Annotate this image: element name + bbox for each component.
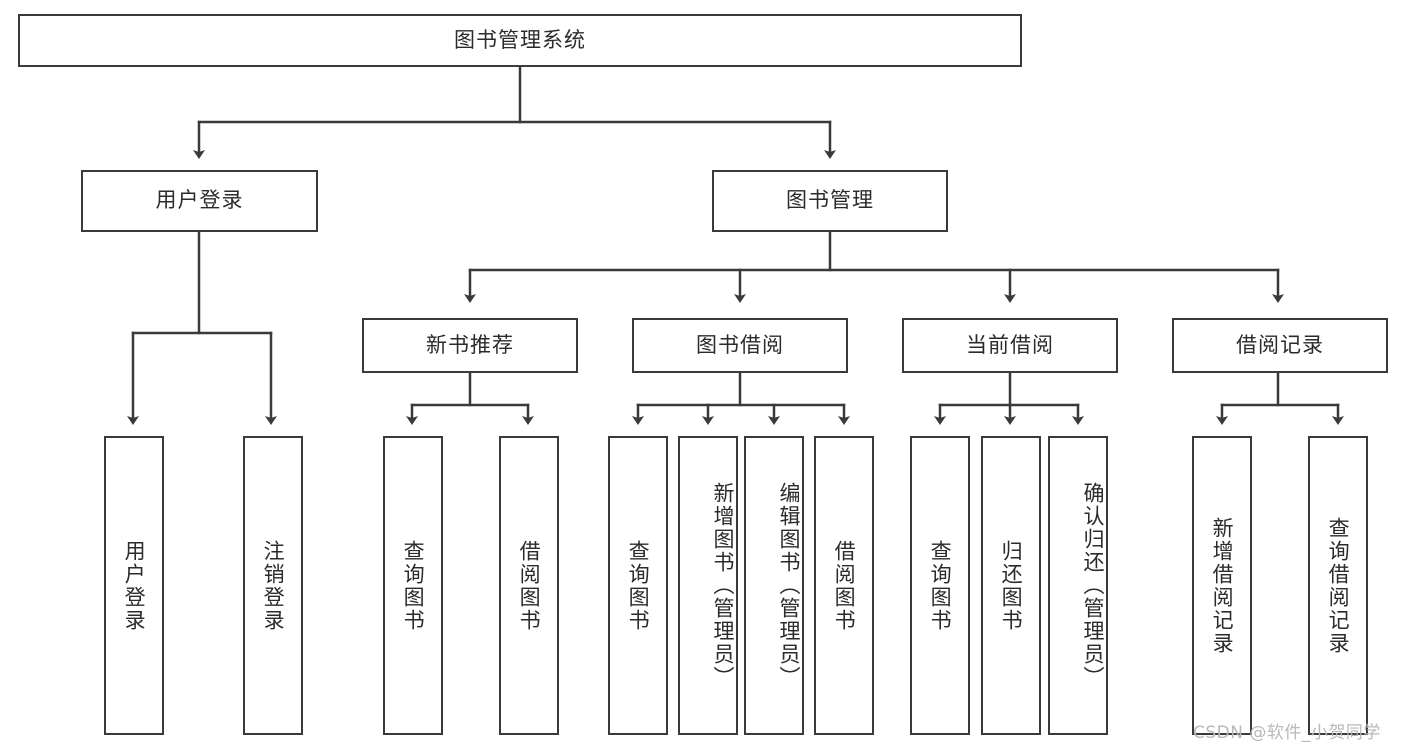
node-book-borrow-label: 图书借阅 [696, 332, 784, 357]
node-leaf-add-record-label: 新增借阅记录 [1210, 516, 1235, 655]
node-book-borrow[interactable]: 图书借阅 [632, 318, 848, 373]
csdn-watermark: CSDN @软件_小贺同学 [1193, 723, 1381, 743]
node-leaf-query-book-1-label: 查询图书 [401, 539, 426, 632]
node-root-label: 图书管理系统 [454, 27, 586, 52]
node-leaf-borrow-book-2[interactable]: 借阅图书 [814, 436, 874, 735]
node-borrow-record-label: 借阅记录 [1236, 332, 1324, 357]
node-book-manage[interactable]: 图书管理 [712, 170, 948, 232]
node-leaf-query-book-3[interactable]: 查询图书 [910, 436, 970, 735]
node-leaf-borrow-book-1[interactable]: 借阅图书 [499, 436, 559, 735]
node-leaf-confirm-return[interactable]: 确认归还（管理员） [1048, 436, 1108, 735]
node-leaf-add-record[interactable]: 新增借阅记录 [1192, 436, 1252, 735]
node-leaf-query-book-2-label: 查询图书 [626, 539, 651, 632]
node-leaf-query-book-1[interactable]: 查询图书 [383, 436, 443, 735]
node-leaf-edit-book-label: 编辑图书（管理员） [777, 482, 801, 689]
node-current-borrow[interactable]: 当前借阅 [902, 318, 1118, 373]
node-leaf-user-logout-label: 注销登录 [261, 539, 286, 632]
node-book-manage-label: 图书管理 [786, 188, 874, 213]
node-new-book-recommend-label: 新书推荐 [426, 332, 514, 357]
node-leaf-return-book[interactable]: 归还图书 [981, 436, 1041, 735]
node-leaf-query-book-2[interactable]: 查询图书 [608, 436, 668, 735]
node-leaf-add-book-label: 新增图书（管理员） [711, 482, 735, 689]
node-borrow-record[interactable]: 借阅记录 [1172, 318, 1388, 373]
node-leaf-confirm-return-label: 确认归还（管理员） [1081, 482, 1105, 689]
node-leaf-query-record[interactable]: 查询借阅记录 [1308, 436, 1368, 735]
node-leaf-borrow-book-1-label: 借阅图书 [517, 539, 542, 632]
node-new-book-recommend[interactable]: 新书推荐 [362, 318, 578, 373]
node-leaf-add-book[interactable]: 新增图书（管理员） [678, 436, 738, 735]
node-leaf-edit-book[interactable]: 编辑图书（管理员） [744, 436, 804, 735]
node-user-login[interactable]: 用户登录 [81, 170, 318, 232]
node-current-borrow-label: 当前借阅 [966, 332, 1054, 357]
node-leaf-borrow-book-2-label: 借阅图书 [832, 539, 857, 632]
node-root[interactable]: 图书管理系统 [18, 14, 1022, 67]
node-leaf-query-record-label: 查询借阅记录 [1326, 516, 1351, 655]
node-leaf-query-book-3-label: 查询图书 [928, 539, 953, 632]
node-leaf-user-logout[interactable]: 注销登录 [243, 436, 303, 735]
node-leaf-user-login[interactable]: 用户登录 [104, 436, 164, 735]
node-user-login-label: 用户登录 [155, 188, 244, 213]
node-leaf-user-login-label: 用户登录 [122, 539, 147, 632]
node-leaf-return-book-label: 归还图书 [999, 539, 1024, 632]
